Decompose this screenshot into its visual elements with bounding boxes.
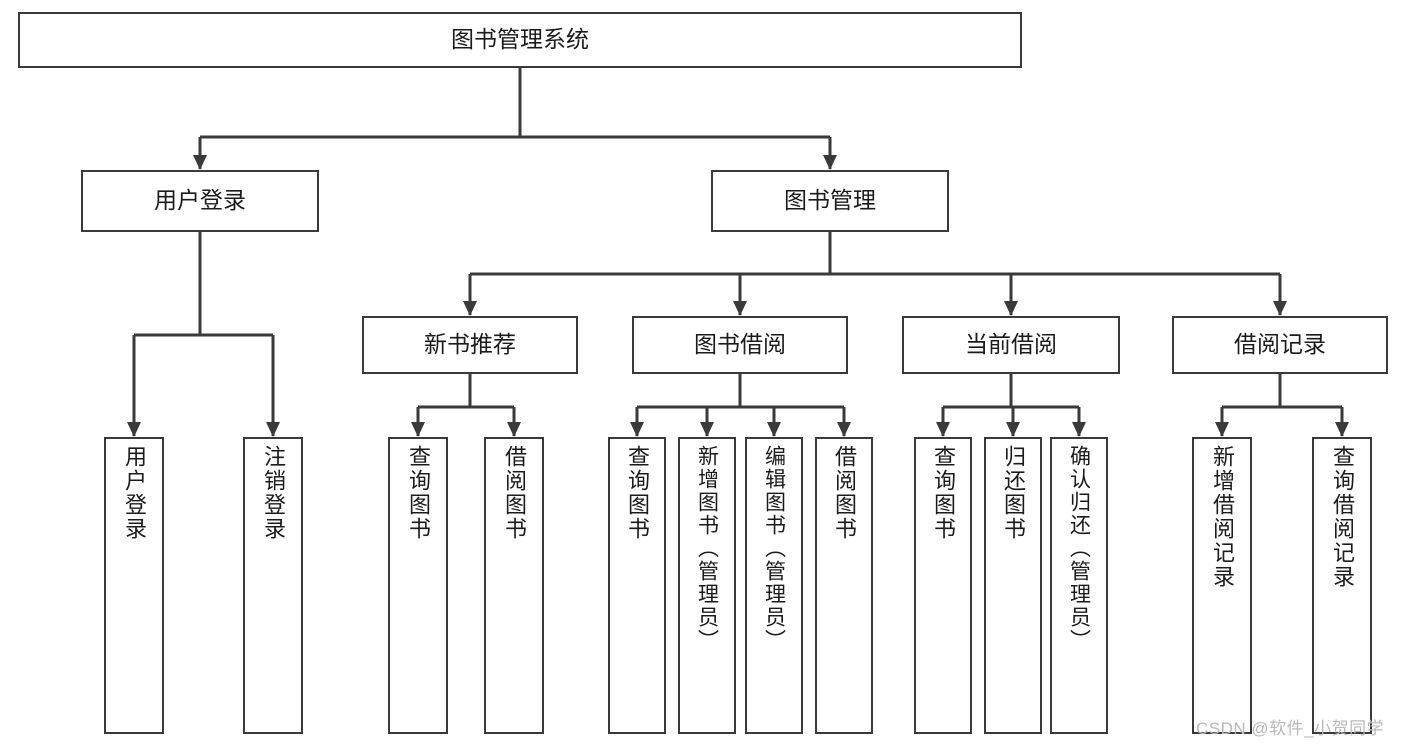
- node-leaf-return-book[interactable]: 归还图书: [984, 437, 1042, 734]
- node-label: 图书管理: [784, 187, 876, 214]
- node-leaf-query-record[interactable]: 查询借阅记录: [1312, 437, 1372, 734]
- node-label: 注销登录: [261, 445, 286, 541]
- node-borrow-record[interactable]: 借阅记录: [1172, 316, 1388, 374]
- node-label: 查询图书: [406, 445, 431, 541]
- node-leaf-query-book-1[interactable]: 查询图书: [388, 437, 448, 734]
- node-leaf-borrow-book-1[interactable]: 借阅图书: [484, 437, 544, 734]
- watermark-text: CSDN @软件_小贺同学: [1196, 719, 1385, 738]
- node-label: 查询图书: [931, 445, 956, 541]
- node-label: 用户登录: [154, 187, 246, 214]
- node-label: 当前借阅: [965, 331, 1057, 358]
- node-label: 查询图书: [625, 445, 650, 541]
- node-label: 归还图书: [1001, 445, 1026, 541]
- node-leaf-add-book[interactable]: 新增图书（管理员）: [678, 437, 736, 734]
- node-current-borrow[interactable]: 当前借阅: [902, 316, 1120, 374]
- node-label: 新书推荐: [424, 331, 516, 358]
- node-label: 借阅记录: [1234, 331, 1326, 358]
- node-root[interactable]: 图书管理系统: [18, 12, 1022, 68]
- node-leaf-borrow-book-2[interactable]: 借阅图书: [815, 437, 873, 734]
- node-leaf-confirm-return[interactable]: 确认归还（管理员）: [1050, 437, 1108, 734]
- node-label: 用户登录: [122, 445, 147, 541]
- node-book-borrow[interactable]: 图书借阅: [632, 316, 848, 374]
- node-label: 编辑图书（管理员）: [762, 445, 786, 652]
- node-label: 确认归还（管理员）: [1067, 445, 1091, 652]
- node-new-book-recommend[interactable]: 新书推荐: [362, 316, 578, 374]
- node-label: 借阅图书: [502, 445, 527, 541]
- node-user-login[interactable]: 用户登录: [81, 170, 319, 232]
- node-label: 查询借阅记录: [1330, 445, 1355, 589]
- node-label: 新增图书（管理员）: [695, 445, 719, 652]
- node-book-manage[interactable]: 图书管理: [711, 170, 949, 232]
- node-leaf-query-book-2[interactable]: 查询图书: [608, 437, 666, 734]
- node-label: 新增借阅记录: [1210, 445, 1235, 589]
- node-leaf-logout[interactable]: 注销登录: [243, 437, 303, 734]
- node-label: 图书借阅: [694, 331, 786, 358]
- node-leaf-query-book-3[interactable]: 查询图书: [914, 437, 972, 734]
- node-leaf-user-login[interactable]: 用户登录: [104, 437, 164, 734]
- node-leaf-edit-book[interactable]: 编辑图书（管理员）: [745, 437, 803, 734]
- node-label: 借阅图书: [832, 445, 857, 541]
- node-leaf-add-record[interactable]: 新增借阅记录: [1192, 437, 1252, 734]
- node-label: 图书管理系统: [451, 26, 589, 53]
